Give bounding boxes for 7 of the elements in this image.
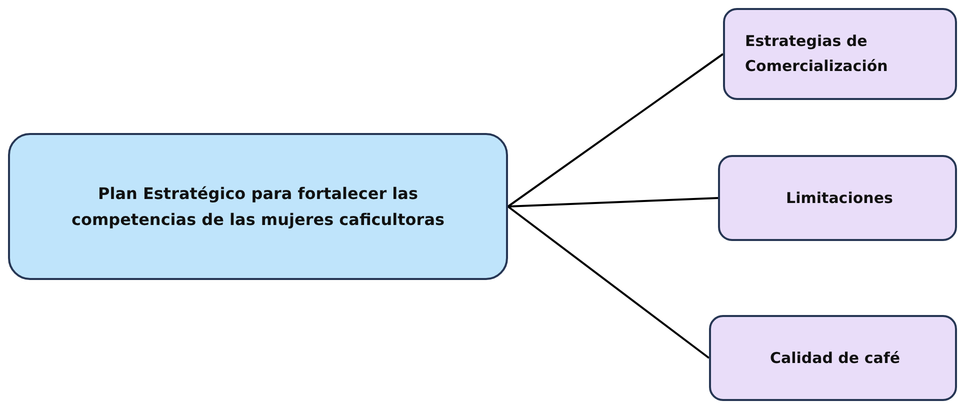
connector-line — [507, 53, 724, 208]
subtopic-box: Estrategias de Comercialización — [723, 8, 957, 100]
subtopic-box: Calidad de café — [709, 315, 957, 401]
subtopic-box: Limitaciones — [718, 155, 957, 241]
connector-line — [508, 197, 718, 208]
topic-box: Plan Estratégico para fortalecer las competencias de las mujeres caficultoras — [8, 133, 508, 280]
connector-line — [507, 206, 710, 359]
